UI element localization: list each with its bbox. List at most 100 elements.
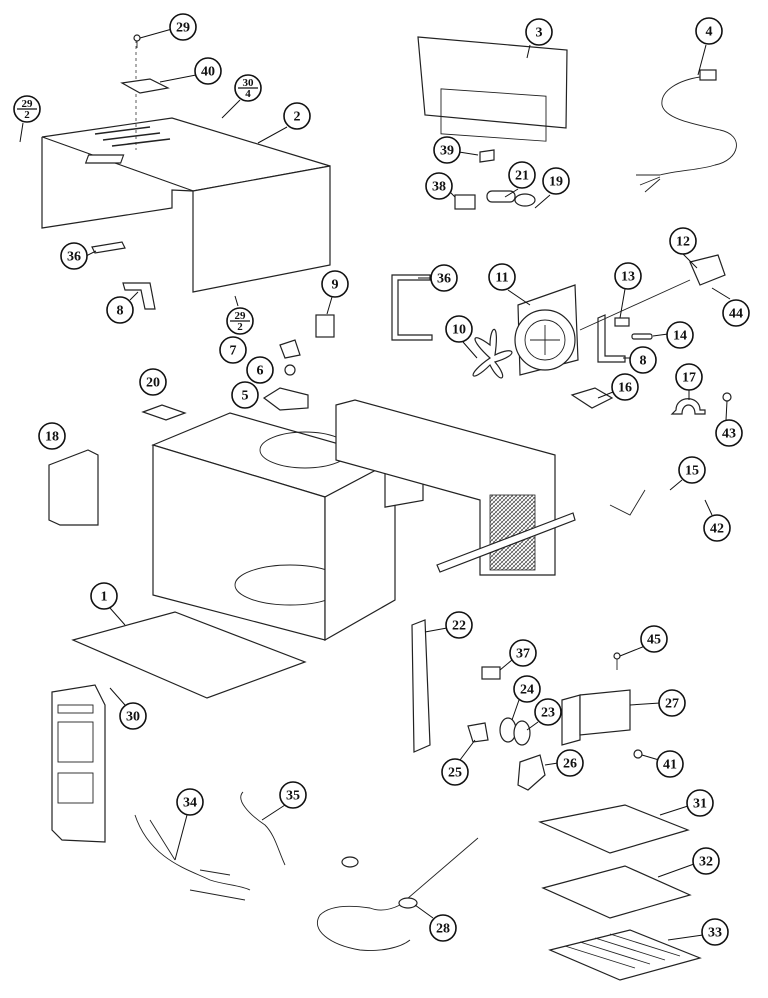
relay	[481, 666, 501, 680]
callout-label: 36	[437, 272, 451, 287]
callout-circle	[279, 781, 307, 809]
callout-circle	[513, 675, 541, 703]
callout-label: 4	[706, 25, 713, 40]
outer-cabinet	[41, 40, 331, 293]
callout-label: 13	[621, 270, 635, 285]
coupler	[279, 339, 301, 359]
side-cover	[48, 449, 99, 526]
callout-43: 43	[715, 419, 743, 447]
callout-44: 44	[722, 299, 750, 327]
thermal-sensor	[609, 489, 646, 516]
callout-4: 4	[695, 17, 723, 45]
callout-circle	[429, 914, 457, 942]
bracket	[122, 282, 156, 310]
callout-27: 27	[658, 689, 686, 717]
thermal-cutoff	[614, 317, 630, 327]
callout-label: 8	[117, 304, 124, 319]
callout-circle	[675, 363, 703, 391]
plate	[141, 404, 187, 421]
callout-label: 16	[618, 381, 632, 396]
cooking-rack	[538, 804, 690, 854]
callout-label: 1	[101, 590, 108, 605]
connector	[467, 722, 489, 743]
callout-circle	[686, 789, 714, 817]
callout-45: 45	[640, 625, 668, 653]
callout-circle	[508, 161, 536, 189]
callout-8: 8	[106, 296, 134, 324]
latch-hook	[514, 193, 536, 207]
callout-23: 23	[534, 698, 562, 726]
cooking-tray	[541, 865, 692, 919]
callout-26: 26	[556, 749, 584, 777]
lamp-housing	[579, 689, 631, 736]
callout-20: 20	[139, 368, 167, 396]
wire-harness	[134, 814, 251, 901]
callout-sublabel: 2	[24, 109, 30, 121]
interlock-switch	[315, 314, 335, 338]
control-board	[411, 619, 431, 753]
callout-label: 3	[536, 26, 543, 41]
capacitor-clamp	[670, 398, 706, 415]
callout-circle	[678, 456, 706, 484]
callout-circle	[542, 167, 570, 195]
grill-rack	[548, 929, 702, 981]
callout-circle	[556, 749, 584, 777]
rail	[436, 512, 576, 573]
callout-30: 30	[119, 702, 147, 730]
lamp-socket	[517, 754, 546, 791]
callout-circle	[433, 136, 461, 164]
bracket-right	[597, 314, 626, 363]
callout-label: 28	[436, 922, 450, 937]
callout-label: 40	[201, 65, 215, 80]
callout-29-2: 292	[13, 95, 41, 123]
callout-label: 30	[243, 77, 255, 89]
callout-11: 11	[488, 263, 516, 291]
callout-circle	[176, 788, 204, 816]
callout-circle	[669, 227, 697, 255]
callout-5: 5	[231, 381, 259, 409]
sensor-wire	[240, 791, 286, 866]
callout-label: 37	[516, 647, 530, 662]
vent-cover	[120, 78, 170, 94]
callout-label: 9	[332, 278, 339, 293]
callout-label: 12	[676, 235, 690, 250]
callout-circle	[38, 422, 66, 450]
callout-17: 17	[675, 363, 703, 391]
callout-label: 20	[146, 376, 160, 391]
callout-22: 22	[445, 611, 473, 639]
callout-circle	[194, 57, 222, 85]
callout-29: 29	[169, 13, 197, 41]
callout-circle	[722, 299, 750, 327]
fan-housing	[514, 284, 579, 376]
callout-label: 29	[22, 98, 34, 110]
callout-24: 24	[513, 675, 541, 703]
callout-circle	[611, 373, 639, 401]
callout-42: 42	[703, 514, 731, 542]
callout-label: 30	[126, 710, 140, 725]
callout-circle	[715, 419, 743, 447]
callout-circle	[666, 321, 694, 349]
callout-circle	[283, 102, 311, 130]
callout-circle	[640, 625, 668, 653]
callout-label: 6	[257, 364, 264, 379]
callout-circle	[106, 296, 134, 324]
callout-1: 1	[90, 582, 118, 610]
callout-circle	[658, 689, 686, 717]
callout-label: 8	[640, 354, 647, 369]
callout-circle	[656, 750, 684, 778]
screw	[722, 392, 732, 402]
callout-2: 2	[283, 102, 311, 130]
callout-13: 13	[614, 262, 642, 290]
callout-label: 26	[563, 757, 577, 772]
latch-bracket	[479, 149, 495, 163]
callout-circle	[441, 758, 469, 786]
callout-label: 29	[176, 21, 190, 36]
callout-label: 11	[495, 271, 508, 286]
callout-circle	[509, 639, 537, 667]
capacitor	[570, 387, 614, 409]
callout-40: 40	[194, 57, 222, 85]
callout-circle	[701, 918, 729, 946]
callout-label: 23	[541, 706, 555, 721]
callout-32: 32	[692, 847, 720, 875]
fan-blade	[472, 328, 513, 379]
